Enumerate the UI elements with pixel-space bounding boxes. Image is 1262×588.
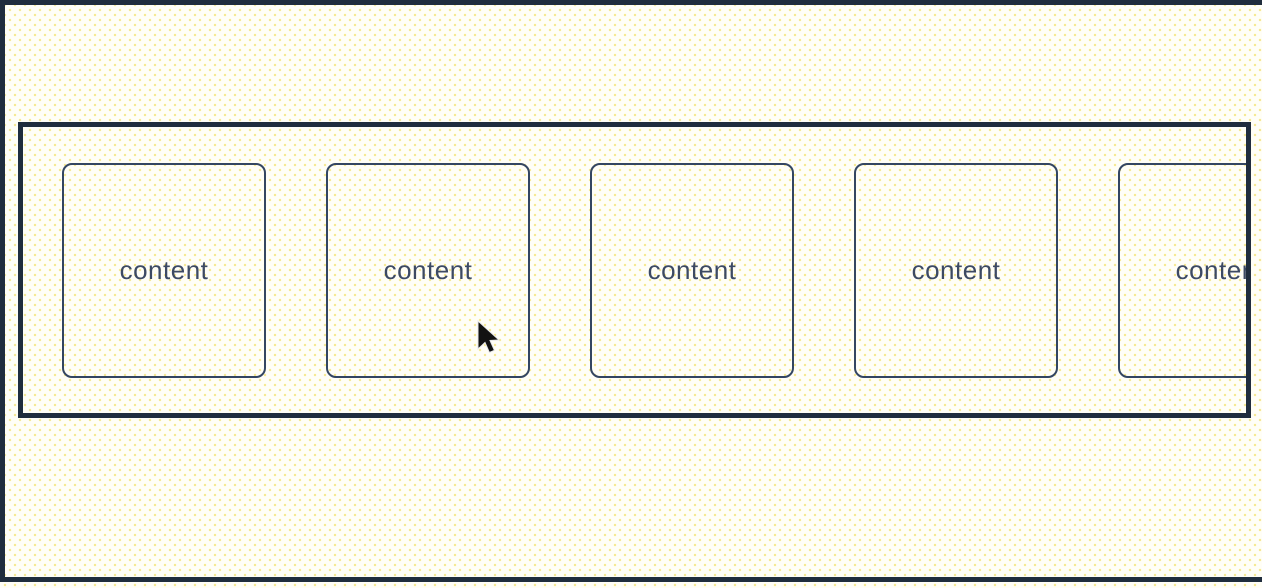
- content-card: content: [1118, 162, 1246, 378]
- card-label: content: [383, 254, 473, 285]
- content-card: content: [590, 162, 794, 378]
- content-card: content: [854, 162, 1058, 378]
- card-label: content: [647, 254, 737, 285]
- card-label: content: [911, 254, 1001, 285]
- card-label: content: [1175, 254, 1246, 285]
- card-label: content: [119, 254, 209, 285]
- content-card: content: [326, 162, 530, 378]
- content-card: content: [62, 162, 266, 378]
- card-scroller[interactable]: content content content content content: [18, 122, 1251, 418]
